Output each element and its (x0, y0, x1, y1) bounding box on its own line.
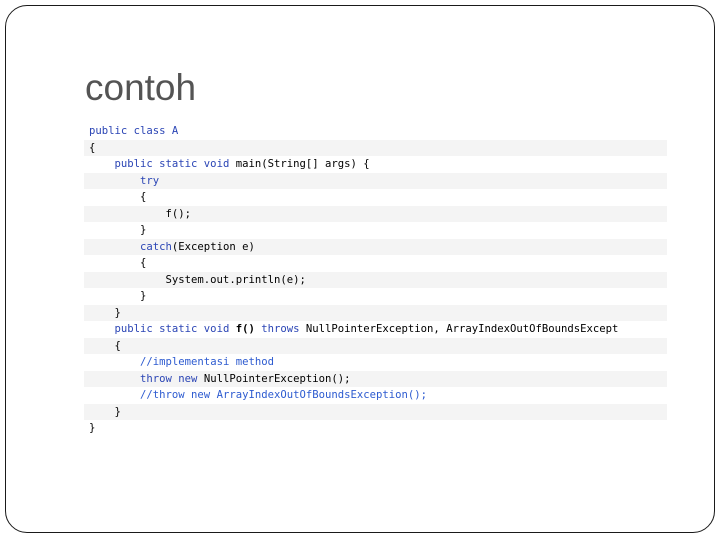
code-token: { (89, 141, 96, 154)
code-line: } (84, 304, 667, 321)
code-line: { (84, 255, 667, 272)
code-token: } (89, 290, 147, 302)
code-token: } (89, 422, 96, 434)
code-token: //throw new ArrayIndexOutOfBoundsExcepti… (140, 389, 428, 401)
code-token (89, 241, 140, 253)
code-token: System.out.println(e); (89, 273, 306, 286)
code-line: public class A (84, 123, 667, 140)
code-line: } (84, 222, 667, 239)
code-token: } (89, 405, 121, 418)
code-line: public static void f() throws NullPointe… (84, 321, 667, 338)
code-line: } (84, 288, 667, 305)
code-line: { (84, 189, 667, 206)
code-line: } (84, 403, 667, 420)
code-line: catch(Exception e) (84, 238, 667, 255)
code-line: } (84, 420, 667, 437)
code-line: { (84, 139, 667, 156)
code-token: { (89, 257, 147, 269)
code-line: try (84, 172, 667, 189)
code-token: throw new (140, 372, 204, 385)
code-line: public static void main(String[] args) { (84, 156, 667, 173)
code-line: //throw new ArrayIndexOutOfBoundsExcepti… (84, 387, 667, 404)
slide-title: contoh (85, 67, 197, 108)
code-token (89, 323, 115, 335)
code-token: f() (235, 323, 262, 335)
code-line: { (84, 337, 667, 354)
code-token: catch (140, 240, 172, 253)
code-token: { (89, 191, 147, 203)
code-token: A (171, 125, 179, 137)
code-token (89, 373, 140, 385)
code-token: { (89, 339, 121, 352)
code-line: //implementasi method (84, 354, 667, 371)
code-token: } (89, 224, 147, 236)
code-line: System.out.println(e); (84, 271, 667, 288)
code-token: public class (89, 125, 172, 137)
code-line: f(); (84, 205, 667, 222)
code-token: main(String[] args) { (235, 158, 370, 170)
code-token (89, 389, 140, 401)
code-token: } (89, 306, 121, 319)
slide-frame: contoh public class A{ public static voi… (5, 5, 715, 533)
code-block: public class A{ public static void main(… (84, 123, 667, 439)
code-token: public static void (114, 158, 236, 170)
code-token (89, 158, 115, 170)
code-token (89, 175, 140, 187)
code-token: try (140, 174, 160, 187)
code-token: f(); (89, 207, 192, 220)
code-token (89, 356, 140, 368)
code-token: throws (261, 323, 306, 335)
code-line: throw new NullPointerException(); (84, 370, 667, 387)
code-token: NullPointerException(); (203, 372, 351, 385)
code-token: NullPointerException, ArrayIndexOutOfBou… (305, 323, 619, 335)
code-token: public static void (114, 323, 236, 335)
code-token: (Exception e) (171, 240, 255, 253)
code-token: //implementasi method (140, 356, 274, 368)
